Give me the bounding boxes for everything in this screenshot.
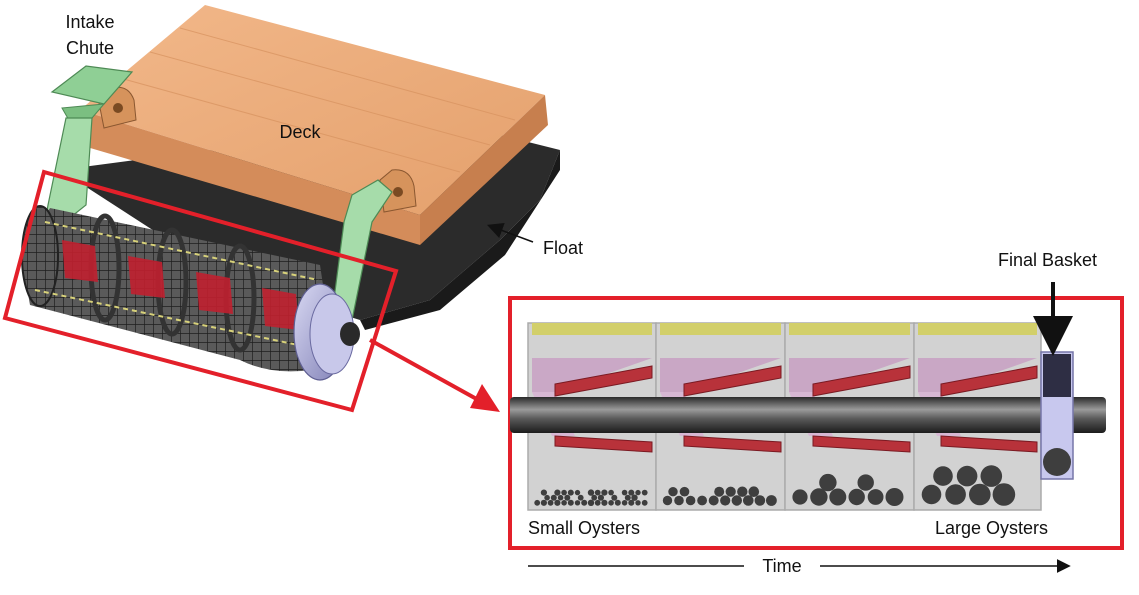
oyster bbox=[564, 494, 571, 501]
oyster bbox=[674, 495, 684, 506]
oyster bbox=[557, 494, 564, 501]
oyster bbox=[628, 499, 635, 506]
float-label: Float bbox=[543, 238, 583, 258]
oyster bbox=[544, 494, 550, 501]
oyster bbox=[540, 489, 548, 496]
oyster bbox=[662, 495, 673, 506]
time-label: Time bbox=[762, 556, 801, 576]
deck-label: Deck bbox=[279, 122, 321, 142]
oyster bbox=[737, 486, 748, 497]
stage-top-bars bbox=[532, 323, 1037, 335]
yellow-rails bbox=[34, 221, 323, 351]
oyster bbox=[554, 499, 561, 506]
oyster bbox=[921, 484, 942, 505]
end-wheel bbox=[293, 283, 360, 381]
machine-illustration: Intake Chute Deck Float bbox=[21, 5, 583, 381]
oyster bbox=[810, 488, 828, 506]
oyster bbox=[969, 483, 991, 506]
oyster bbox=[748, 486, 760, 498]
oyster bbox=[829, 488, 847, 506]
drive-shaft bbox=[510, 397, 1106, 433]
oyster bbox=[641, 489, 648, 496]
oyster bbox=[714, 486, 725, 497]
support-arm bbox=[329, 179, 393, 331]
oyster bbox=[574, 500, 581, 506]
oyster bbox=[743, 495, 754, 506]
oyster bbox=[720, 495, 731, 506]
oyster-piles bbox=[534, 465, 1016, 506]
oyster bbox=[628, 489, 635, 496]
oyster bbox=[635, 489, 641, 496]
oyster bbox=[754, 495, 766, 506]
oyster bbox=[608, 489, 614, 496]
oyster bbox=[611, 494, 618, 501]
oyster bbox=[679, 486, 690, 497]
oyster bbox=[992, 483, 1016, 506]
oyster bbox=[731, 495, 742, 506]
oyster bbox=[594, 499, 601, 506]
oyster bbox=[554, 489, 561, 496]
oyster bbox=[708, 495, 719, 506]
deck-board bbox=[80, 5, 548, 245]
intake-label-line1: Intake bbox=[65, 12, 114, 32]
oyster bbox=[550, 494, 557, 501]
large-oysters-label: Large Oysters bbox=[935, 518, 1048, 538]
oyster bbox=[601, 489, 608, 496]
oyster bbox=[601, 499, 608, 506]
intake-label-line2: Chute bbox=[66, 38, 114, 58]
drum-augers bbox=[62, 240, 299, 330]
oyster bbox=[587, 489, 595, 496]
oyster bbox=[567, 499, 574, 506]
oyster bbox=[641, 499, 648, 506]
oyster bbox=[567, 489, 574, 496]
oyster bbox=[631, 494, 638, 501]
mesh-drum bbox=[21, 205, 335, 372]
oyster bbox=[561, 489, 567, 496]
oyster bbox=[577, 494, 584, 501]
oyster bbox=[540, 499, 548, 506]
oyster bbox=[594, 489, 601, 496]
oyster bbox=[561, 500, 567, 506]
oyster bbox=[857, 474, 874, 491]
oyster bbox=[574, 489, 581, 496]
oyster bbox=[685, 495, 696, 506]
oyster bbox=[534, 499, 541, 506]
lifting-lug bbox=[97, 86, 417, 213]
oyster bbox=[547, 499, 554, 506]
auger-blades-upper bbox=[554, 365, 1038, 397]
oyster bbox=[621, 500, 628, 506]
oyster bbox=[591, 494, 598, 501]
oyster bbox=[956, 465, 978, 487]
oyster bbox=[587, 499, 595, 506]
oyster bbox=[635, 500, 641, 506]
oyster bbox=[945, 484, 966, 505]
zoom-arrow bbox=[369, 338, 500, 412]
oyster bbox=[614, 499, 621, 506]
drum-highlight-box bbox=[2, 169, 399, 413]
final-basket-label: Final Basket bbox=[998, 250, 1097, 270]
cutaway-view bbox=[510, 322, 1106, 511]
oyster bbox=[608, 500, 614, 506]
oyster bbox=[885, 488, 904, 506]
oyster bbox=[668, 487, 678, 497]
oyster bbox=[597, 494, 605, 501]
oyster bbox=[933, 466, 953, 486]
oyster bbox=[980, 465, 1003, 487]
float-arrow bbox=[487, 222, 534, 243]
time-axis: Time bbox=[528, 556, 1071, 576]
oyster bbox=[848, 488, 865, 506]
oyster bbox=[725, 486, 736, 497]
oyster bbox=[792, 489, 808, 505]
oyster bbox=[621, 489, 628, 496]
final-basket bbox=[1040, 351, 1074, 480]
oyster bbox=[697, 495, 707, 506]
oyster bbox=[766, 495, 777, 506]
oyster bbox=[581, 499, 588, 506]
auger-blades-lower bbox=[554, 435, 1038, 453]
small-oysters-label: Small Oysters bbox=[528, 518, 640, 538]
oyster bbox=[867, 489, 884, 505]
oyster bbox=[819, 473, 837, 492]
oyster bbox=[624, 494, 631, 501]
